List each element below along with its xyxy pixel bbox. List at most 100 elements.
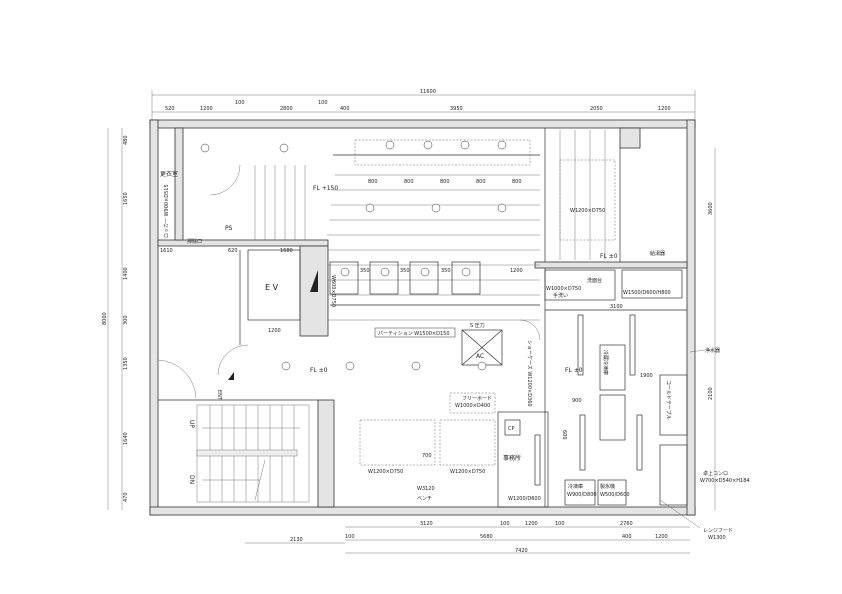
- dim: 480: [123, 135, 129, 145]
- dim: 1900: [640, 373, 653, 379]
- dim: 350: [400, 268, 410, 274]
- dim: 1650: [123, 192, 129, 205]
- ev-label: E V: [265, 283, 279, 292]
- dn-label: DN: [188, 475, 195, 484]
- dim: 700: [422, 453, 432, 459]
- office-label: 事務所: [503, 454, 521, 462]
- office-desk-size: W1200/D600: [508, 496, 541, 502]
- water-purifier-label: 浄水器: [705, 347, 720, 354]
- dim: 350: [441, 268, 451, 274]
- table-b-size: W1200×D750: [450, 469, 485, 475]
- dim: 1610: [160, 248, 173, 254]
- dim: 1200: [658, 106, 671, 112]
- dim: 470: [123, 492, 129, 502]
- dim: 100: [500, 521, 510, 527]
- dim: 3950: [450, 106, 463, 112]
- top-dimensions: 11600 520 1200 100 2800 100 400 3950 205…: [151, 89, 696, 120]
- dim: 3600: [708, 202, 714, 215]
- room-labels: 更衣室 ロッカー W900×D515 掃除口 PS E V ENT UP DN …: [160, 170, 720, 484]
- dim: 2050: [590, 106, 603, 112]
- counter2-label: 冷蔵冷凍庫: [602, 350, 609, 375]
- cleanout-label: 掃除口: [187, 238, 202, 245]
- right-dimensions: 3600 2100: [708, 148, 716, 510]
- dim: 100: [345, 534, 355, 540]
- hand-wash-label: 手洗い: [553, 292, 568, 299]
- interior-lines: [157, 128, 688, 508]
- dim: 520: [165, 106, 175, 112]
- free-board-size: W1000×D400: [455, 403, 490, 409]
- dim: 2100: [708, 387, 714, 400]
- locker-room-label: 更衣室: [160, 170, 178, 178]
- dim: 350: [360, 268, 370, 274]
- dim: 5680: [480, 534, 493, 540]
- dim: 100: [235, 100, 245, 106]
- dim: 400: [340, 106, 350, 112]
- hood-size: W1300: [708, 535, 726, 541]
- dim: 600: [561, 430, 567, 440]
- floor-main-label: FL ±0: [310, 367, 328, 374]
- free-board-label: フリーボード: [462, 395, 492, 402]
- bench-size: W3120: [417, 486, 435, 492]
- dim-left-total: 8000: [102, 312, 108, 325]
- ps-label: PS: [225, 225, 233, 232]
- locker-label: ロッカー W900×D515: [164, 184, 170, 238]
- dim: 1400: [123, 267, 129, 280]
- partition-label: パーティション W1500×D150: [378, 331, 450, 337]
- table-c-size: W1200×D750: [570, 208, 605, 214]
- small-table-size: W600×D750: [330, 275, 336, 307]
- dim: 1200: [268, 328, 281, 334]
- dim: 1350: [123, 357, 129, 370]
- kitchen-sink-label: W1500/D600/H800: [623, 290, 671, 296]
- dim: 620: [228, 248, 238, 254]
- dim: 400: [622, 534, 632, 540]
- floor-raised-label: FL +150: [313, 185, 338, 192]
- dim: 1200: [655, 534, 668, 540]
- dim: 300: [123, 315, 129, 325]
- left-dimensions: 8000 480 1650 1400 300 1350 1640 470: [102, 128, 129, 510]
- stove-label: 卓上コンロ: [703, 470, 728, 477]
- sink-size-label: W1000×D750: [546, 286, 581, 292]
- dim: 100: [555, 521, 565, 527]
- hood-label: レンジフード: [703, 528, 733, 534]
- pressure-label: S 圧力: [470, 322, 485, 329]
- dim: 800: [404, 179, 414, 185]
- dim: 3120: [420, 521, 433, 527]
- dim: 7420: [515, 548, 528, 554]
- display-label: ショーケース W1200×D360: [526, 340, 533, 407]
- inner-dimensions: 1610 620 1680 1200 3100 700 900 600 800 …: [160, 179, 653, 459]
- floor-level-label: FL ±0: [600, 253, 618, 260]
- dim-top-total: 11600: [420, 89, 436, 95]
- water-heater-label: 給湯器: [650, 250, 665, 257]
- stove-size: W700×D540×H184: [700, 478, 750, 484]
- floor-kitchen-label: FL ±0: [565, 367, 583, 374]
- bottom-dimensions: 2130 3120 100 1200 100 2760 400 1200 100…: [245, 521, 690, 554]
- ice-machine-size: W500/D600: [600, 492, 630, 498]
- dim: 1200: [510, 268, 523, 274]
- freezer-size: W900/D800: [567, 492, 597, 498]
- dim: 800: [368, 179, 378, 185]
- walls: [149, 119, 696, 516]
- dim: 1680: [280, 248, 293, 254]
- sink-label: 洗面台: [587, 277, 602, 284]
- furniture-labels: パーティション W1500×D150 フリーボード W1000×D400 W12…: [330, 208, 750, 541]
- ice-machine-label: 製氷機: [600, 483, 615, 490]
- table-a-size: W1200×D750: [368, 469, 403, 475]
- dim: 1200: [200, 106, 213, 112]
- dim: 800: [440, 179, 450, 185]
- entrance-label: ENT: [216, 390, 222, 401]
- dim: 2760: [620, 521, 633, 527]
- downlights: [200, 140, 507, 371]
- dim: 100: [318, 100, 328, 106]
- ac-label: AC: [476, 353, 484, 360]
- dim: 1640: [123, 432, 129, 445]
- dim: 800: [476, 179, 486, 185]
- up-label: UP: [188, 420, 195, 428]
- dim: 2130: [290, 537, 303, 543]
- bench-label: ベンチ: [417, 496, 432, 502]
- dim: 1200: [525, 521, 538, 527]
- cp-label: CP: [508, 426, 515, 432]
- freezer-label: 冷凍庫: [568, 483, 583, 490]
- dim: 3100: [610, 304, 623, 310]
- dim: 2800: [280, 106, 293, 112]
